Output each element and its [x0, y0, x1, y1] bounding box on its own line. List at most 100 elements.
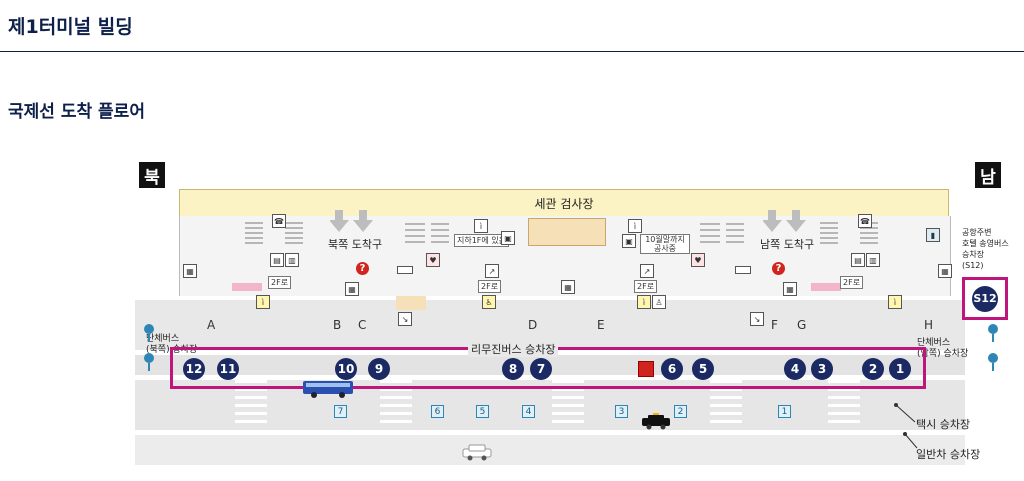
customs-area: 세관 검사장 — [179, 189, 949, 217]
info-south-icon: ? — [772, 262, 785, 275]
locker-north-icon: ▦ — [345, 282, 359, 296]
escalator-lower-south-icon: ↘ — [750, 312, 764, 326]
to-2f-centre-south: 2F로 — [634, 280, 658, 293]
exit-h: H — [924, 318, 934, 332]
exit-f: F — [771, 318, 778, 332]
nursing-icon: ♙ — [652, 295, 666, 309]
stop-10: 10 — [335, 358, 357, 380]
title-divider — [0, 51, 1024, 52]
toilet-exit-h-icon: ì — [888, 295, 902, 309]
taxi-stand-3: 3 — [615, 405, 628, 418]
taxi-stand-4: 4 — [522, 405, 535, 418]
escalator-south-icon: ↗ — [640, 264, 654, 278]
hotel-shuttle-label: 공항주변 호텔 송영버스 승차장 (S12) — [962, 227, 1009, 271]
taxi-icon — [642, 413, 670, 430]
road-svg — [135, 300, 965, 465]
luggage-north-icon: ▥ — [285, 253, 299, 267]
luggage-south-icon: ▥ — [866, 253, 880, 267]
stop-11: 11 — [217, 358, 239, 380]
stop-9: 9 — [368, 358, 390, 380]
elevator-north-icon: ▣ — [501, 231, 515, 245]
taxi-stand-5: 5 — [476, 405, 489, 418]
south-badge: 남 — [975, 162, 1001, 188]
ticket-machine-icon — [638, 361, 654, 377]
info-north-icon: ? — [356, 262, 369, 275]
stop-4: 4 — [784, 358, 806, 380]
page-title: 제1터미널 빌딩 — [8, 16, 133, 38]
car-label: 일반차 승차장 — [916, 448, 981, 461]
bus-icon — [303, 381, 353, 398]
bus-info-icon: ▮ — [926, 228, 940, 242]
stop-5: 5 — [692, 358, 714, 380]
toilet-exit-a-icon: ì — [256, 295, 270, 309]
pink-booth-south — [811, 283, 841, 291]
bus-stop-pole-north-icon — [144, 324, 154, 371]
shop-block — [528, 218, 606, 246]
hotel-shuttle-line-1: 공항주변 — [962, 228, 992, 237]
exit-b: B — [333, 318, 342, 332]
north-exit-label: 북쪽 도착구 — [328, 238, 383, 251]
note-oct: 10월말까지 공사중 — [640, 234, 690, 254]
north-arrows-icon — [330, 210, 373, 232]
locker-south-icon: ▦ — [783, 282, 797, 296]
car-icon — [462, 444, 492, 461]
toilet-accessible-icon: ♿ — [482, 295, 496, 309]
counter-south-icon — [735, 266, 751, 274]
group-bus-south-line-2: (남쪽) 승차장 — [917, 349, 969, 359]
aed-south-icon: ♥ — [691, 253, 705, 267]
aed-north-icon: ♥ — [426, 253, 440, 267]
stop-1: 1 — [889, 358, 911, 380]
limousine-label: 리무진버스 승차장 — [468, 341, 559, 357]
pointer-lines — [894, 403, 918, 449]
exit-g: G — [797, 318, 807, 332]
exit-e: E — [597, 318, 605, 332]
stop-7: 7 — [530, 358, 552, 380]
escalator-lower-north-icon: ↘ — [398, 312, 412, 326]
stop-s12: S12 — [972, 285, 998, 312]
pink-booth-north — [232, 283, 262, 291]
escalator-north-icon: ↗ — [485, 264, 499, 278]
exit-a: A — [207, 318, 216, 332]
south-arrows-icon — [763, 210, 806, 232]
toilet-north-icon: ì — [474, 219, 488, 233]
stop-3: 3 — [811, 358, 833, 380]
stop-8: 8 — [502, 358, 524, 380]
toilet-centre-south-icon: ì — [637, 295, 651, 309]
customs-label: 세관 검사장 — [534, 196, 594, 211]
to-2f-north: 2F로 — [268, 276, 292, 289]
hotel-shuttle-line-3: 승차장 — [962, 250, 985, 259]
taxi-stand-7: 7 — [334, 405, 347, 418]
hotel-shuttle-box: S12 — [962, 277, 1008, 320]
exit-c: C — [358, 318, 367, 332]
atm-south-icon: ▤ — [851, 253, 865, 267]
stairs-south — [820, 222, 878, 244]
escalator-centre-south — [700, 223, 744, 243]
bus-stop-pole-south-icon — [988, 324, 998, 371]
to-2f-centre-north: 2F로 — [478, 280, 502, 293]
hotel-shuttle-line-4: (S12) — [962, 261, 984, 270]
group-bus-south-line-1: 단체버스 — [917, 338, 951, 348]
to-2f-south: 2F로 — [840, 276, 864, 289]
toilet-south-icon: ì — [628, 219, 642, 233]
taxi-stand-6: 6 — [431, 405, 444, 418]
stairs-north — [245, 222, 303, 244]
phone-north-icon: ☎ — [272, 214, 286, 228]
shop-block-south — [396, 296, 426, 310]
locker-icon: ▦ — [183, 264, 197, 278]
note-b1: 지하1F에 있음 — [454, 234, 510, 247]
stop-12: 12 — [183, 358, 205, 380]
escalator-centre-north — [405, 223, 449, 243]
taxi-label: 택시 승차장 — [916, 418, 971, 431]
south-exit-label: 남쪽 도착구 — [760, 238, 815, 251]
atm-north-icon: ▤ — [270, 253, 284, 267]
taxi-stand-1: 1 — [778, 405, 791, 418]
counter-north-icon — [397, 266, 413, 274]
locker-centre-icon: ▦ — [561, 280, 575, 294]
group-bus-north-line-1: 단체버스 — [146, 334, 180, 344]
north-badge: 북 — [139, 162, 165, 188]
exit-d: D — [528, 318, 538, 332]
stop-2: 2 — [862, 358, 884, 380]
taxi-stand-2: 2 — [674, 405, 687, 418]
group-bus-south-label: 단체버스 (남쪽) 승차장 — [917, 338, 968, 360]
locker-south-end-icon: ▦ — [938, 264, 952, 278]
